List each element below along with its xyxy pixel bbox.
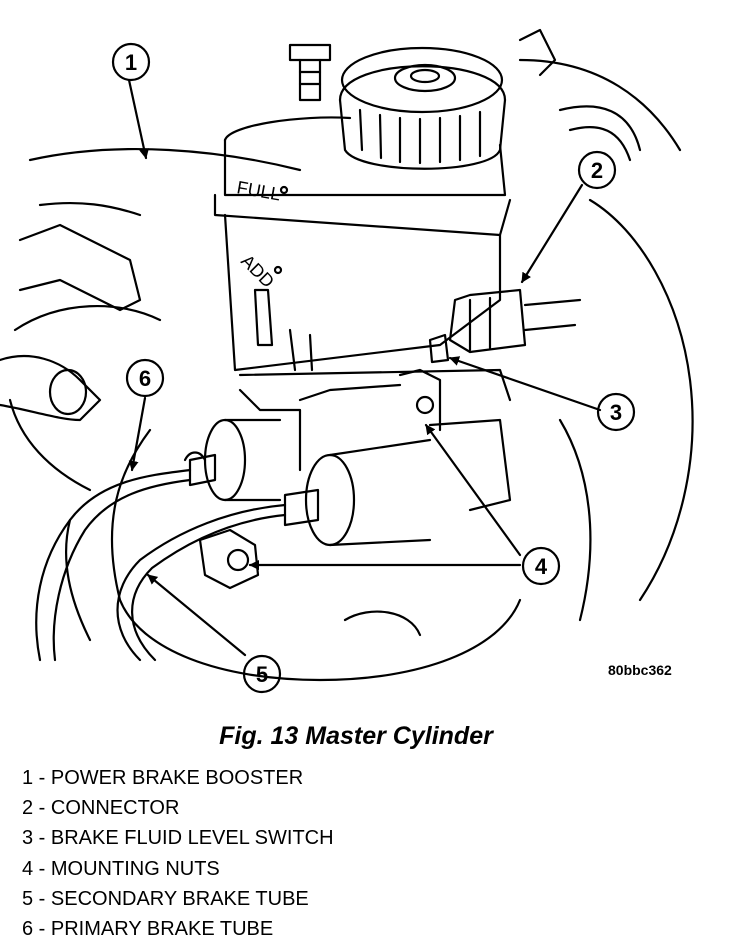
legend-item: 4 - MOUNTING NUTS [22, 857, 220, 880]
legend-item: 6 - PRIMARY BRAKE TUBE [22, 918, 274, 941]
leader-lines [127, 78, 602, 657]
reservoir-cap [338, 46, 507, 170]
reservoir-full-mark: FULL [235, 177, 282, 204]
figure-caption: Fig. 13 Master Cylinder [219, 722, 493, 750]
mounting-nut [198, 528, 260, 590]
legend-item: 5 - SECONDARY BRAKE TUBE [22, 887, 309, 910]
fluid-level-switch [428, 333, 450, 364]
secondary-brake-tube [116, 503, 287, 662]
callout-circles [111, 42, 636, 694]
legend-item: 3 - BRAKE FLUID LEVEL SWITCH [22, 827, 334, 850]
callout-6-label: 6 [139, 366, 151, 391]
master-cylinder-illustration: FULL ADD 1 2 3 4 5 6 [0, 28, 694, 694]
figure-id: 80bbc362 [608, 662, 672, 678]
callout-3-label: 3 [610, 400, 622, 425]
callout-5-label: 5 [256, 662, 268, 687]
reservoir-add-mark: ADD [237, 251, 278, 292]
callout-2-label: 2 [591, 158, 603, 183]
callout-4-label: 4 [535, 554, 548, 579]
brake-booster [8, 58, 694, 682]
legend-list: 1 - POWER BRAKE BOOSTER 2 - CONNECTOR 3 … [22, 763, 334, 944]
legend-item: 2 - CONNECTOR [22, 797, 180, 820]
secondary-port [283, 438, 432, 547]
master-cylinder-body [238, 368, 512, 512]
left-pipe [0, 223, 142, 422]
background-hoses [343, 28, 642, 637]
legend-item: 1 - POWER BRAKE BOOSTER [22, 767, 304, 789]
primary-brake-tube [35, 468, 192, 662]
connector [448, 288, 582, 354]
fluid-reservoir [213, 116, 512, 372]
primary-port [183, 418, 282, 502]
callout-1-label: 1 [125, 50, 137, 75]
mounting-stud [288, 43, 332, 102]
